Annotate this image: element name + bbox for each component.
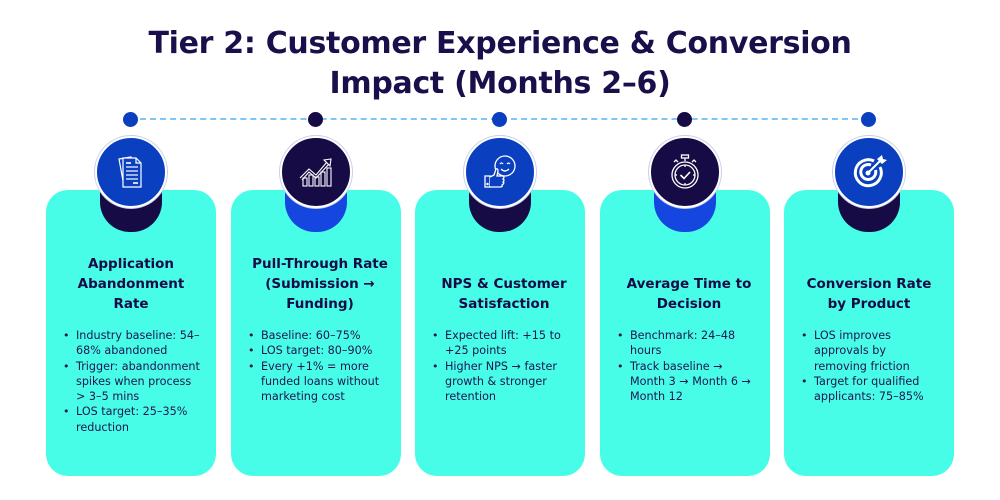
card-bullet-list: Baseline: 60–75% LOS target: 80–90% Ever…: [245, 328, 387, 404]
card-title: Application Abandonment Rate: [77, 256, 185, 312]
card-title: Average Time to Decision: [626, 276, 752, 312]
stopwatch-check-icon: [671, 154, 699, 189]
card-bullet: LOS improves approvals by removing frict…: [798, 328, 940, 374]
timeline-dot: [123, 112, 138, 127]
thumbs-up-smiley-icon: [484, 155, 516, 188]
card-bullet: Industry baseline: 54–68% abandoned: [60, 328, 202, 359]
timeline-dot: [861, 112, 876, 127]
metric-card-pull-through: Pull-Through Rate (Submission → Funding)…: [231, 190, 401, 476]
card-bullet-list: LOS improves approvals by removing frict…: [798, 328, 940, 404]
icon-badge: [95, 136, 167, 208]
card-bullet: Trigger: abandonment spikes when process…: [60, 359, 202, 405]
metric-card-conversion: Conversion Rate by Product LOS improves …: [784, 190, 954, 476]
card-bullet: Expected lift: +15 to +25 points: [429, 328, 571, 359]
timeline-dot: [308, 112, 323, 127]
card-bullet-list: Expected lift: +15 to +25 points Higher …: [429, 328, 571, 404]
metric-card-nps: NPS & Customer Satisfaction Expected lif…: [415, 190, 585, 476]
card-bullet: Baseline: 60–75%: [245, 328, 387, 344]
page-title-line-2: Impact (Months 2–6): [329, 66, 671, 101]
metric-card-abandonment: Application Abandonment Rate Industry ba…: [46, 190, 216, 476]
card-title: Pull-Through Rate (Submission → Funding): [252, 256, 388, 312]
card-bullet: LOS target: 80–90%: [245, 343, 387, 359]
card-bullet: Benchmark: 24–48 hours: [614, 328, 756, 359]
card-bullet: Higher NPS → faster growth & stronger re…: [429, 359, 571, 405]
card-bullet-list: Industry baseline: 54–68% abandoned Trig…: [60, 328, 202, 435]
card-bullet: Track baseline → Month 3 → Month 6 → Mon…: [614, 359, 756, 405]
card-bullet-list: Benchmark: 24–48 hours Track baseline → …: [614, 328, 756, 404]
icon-badge: [833, 136, 905, 208]
card-title: Conversion Rate by Product: [806, 276, 932, 312]
page-title: Tier 2: Customer Experience & Conversion…: [0, 24, 1000, 104]
documents-icon: [118, 156, 142, 188]
card-bullet: Every +1% = more funded loans without ma…: [245, 359, 387, 405]
card-title: NPS & Customer Satisfaction: [441, 276, 567, 312]
timeline-dot: [492, 112, 507, 127]
timeline-dot: [677, 112, 692, 127]
metric-card-time-to-decision: Average Time to Decision Benchmark: 24–4…: [600, 190, 770, 476]
target-arrow-icon: [853, 155, 887, 188]
icon-badge: [464, 136, 536, 208]
growth-chart-icon: [299, 158, 332, 187]
icon-badge: [280, 136, 352, 208]
page-title-line-1: Tier 2: Customer Experience & Conversion: [148, 26, 852, 61]
card-bullet: LOS target: 25–35% reduction: [60, 404, 202, 435]
icon-badge: [649, 136, 721, 208]
card-bullet: Target for qualified applicants: 75–85%: [798, 374, 940, 405]
